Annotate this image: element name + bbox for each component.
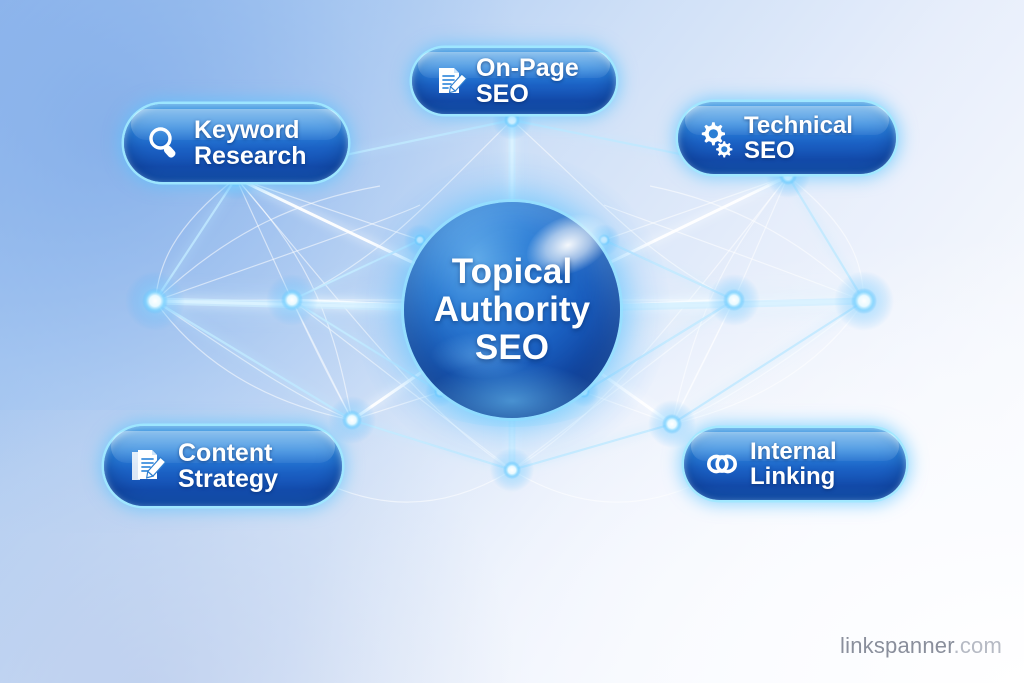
node-keyword-research-label: Keyword Research	[194, 115, 307, 170]
node-internal-linking-label: Internal Linking	[750, 437, 837, 490]
gears-icon	[696, 118, 736, 158]
hub-label-line3: SEO	[474, 327, 550, 367]
hub-label-line2: Authority	[433, 290, 591, 330]
watermark-tld: .com	[953, 633, 1002, 658]
node-keyword-research[interactable]: Keyword Research	[124, 104, 348, 182]
magnifier-icon	[144, 123, 184, 163]
document-pencil-icon	[432, 63, 468, 99]
node-technical-seo[interactable]: Technical SEO	[678, 102, 896, 174]
node-internal-linking[interactable]: Internal Linking	[684, 428, 906, 500]
hub-label-line1: Topical	[451, 252, 573, 292]
watermark: linkspanner.com	[840, 633, 1002, 659]
watermark-name: linkspanner	[840, 633, 954, 658]
chain-link-icon	[702, 446, 742, 482]
node-technical-seo-label: Technical SEO	[744, 111, 853, 164]
node-on-page-seo[interactable]: On-Page SEO	[412, 48, 616, 114]
node-on-page-seo-label: On-Page SEO	[476, 53, 579, 108]
node-content-strategy[interactable]: Content Strategy	[104, 426, 342, 506]
hub-label: Topical Authority SEO	[404, 202, 620, 418]
hub-bottom-glow	[421, 361, 603, 427]
hub-sphere[interactable]: Topical Authority SEO	[404, 202, 620, 427]
node-content-strategy-label: Content Strategy	[178, 438, 279, 493]
document-pencil-icon	[126, 445, 168, 487]
